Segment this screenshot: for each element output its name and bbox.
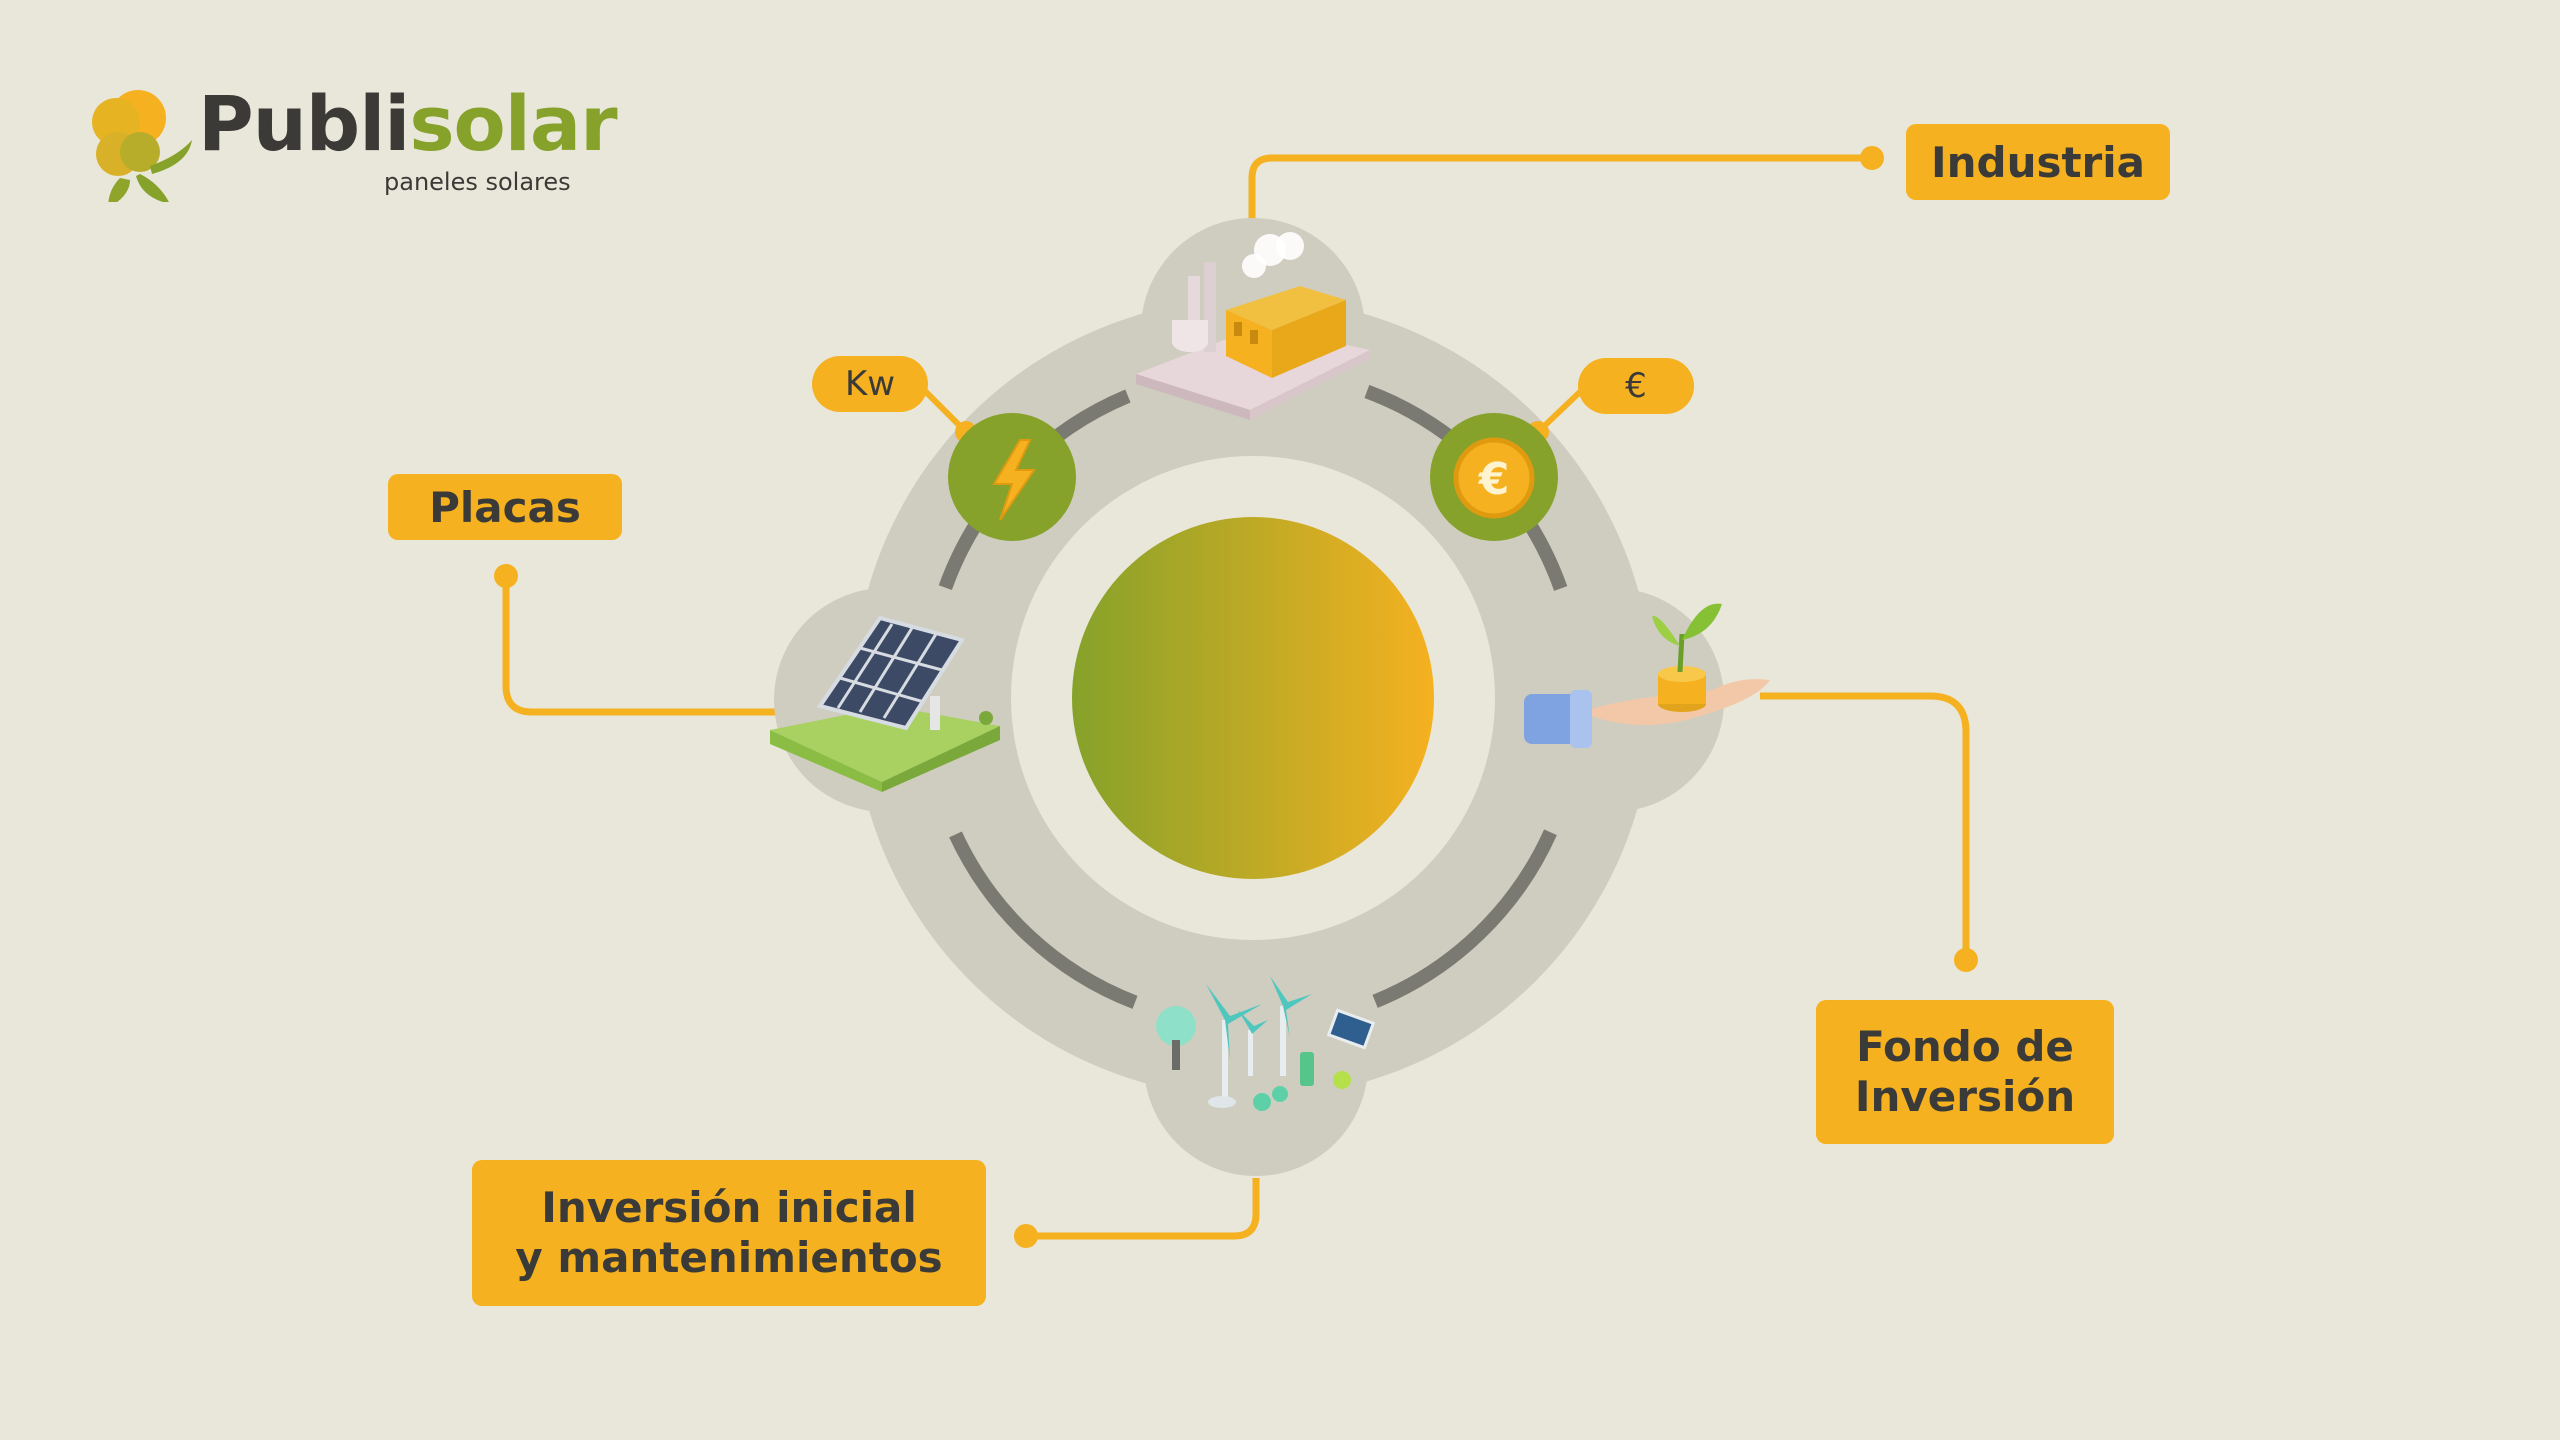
wind-turbines-icon [1156,976,1376,1111]
hand-coins-plant-icon [1524,603,1770,748]
brand-name-part1: Publi [198,79,410,168]
label-inversion-inicial: Inversión inicial y mantenimientos [472,1160,986,1306]
factory-icon [1136,232,1370,420]
publisolar-logo-icon [92,90,192,202]
svg-text:€: € [1478,454,1510,505]
brand-tagline: paneles solares [384,168,571,196]
arc-bottom-right [1372,829,1557,1008]
tag-euro: € [1578,358,1694,414]
tag-kw: Kw [812,356,928,412]
connector-dot-fondo [1954,948,1978,972]
label-placas: Placas [388,474,622,540]
brand-name: Publisolar [198,86,618,162]
label-fondo-de-inversion: Fondo de Inversión [1816,1000,2114,1144]
connector-fondo [1760,692,1970,960]
connector-inversion [1026,1178,1260,1240]
bump-right [1500,588,1724,812]
arc-bottom-left [949,831,1138,1009]
connector-dot-industria [1860,146,1884,170]
connector-placas [502,576,776,716]
label-industria: Industria [1906,124,2170,200]
euro-coin-icon: € [1430,413,1558,541]
brand-name-part2: solar [409,79,617,168]
solar-panel-icon [770,615,1000,792]
connector-dot-placas [494,564,518,588]
connector-dot-inversion [1014,1224,1038,1248]
lightning-icon [948,413,1076,541]
bump-bottom [1144,952,1368,1176]
connector-industria [1248,154,1872,220]
center-circle [1072,517,1434,879]
